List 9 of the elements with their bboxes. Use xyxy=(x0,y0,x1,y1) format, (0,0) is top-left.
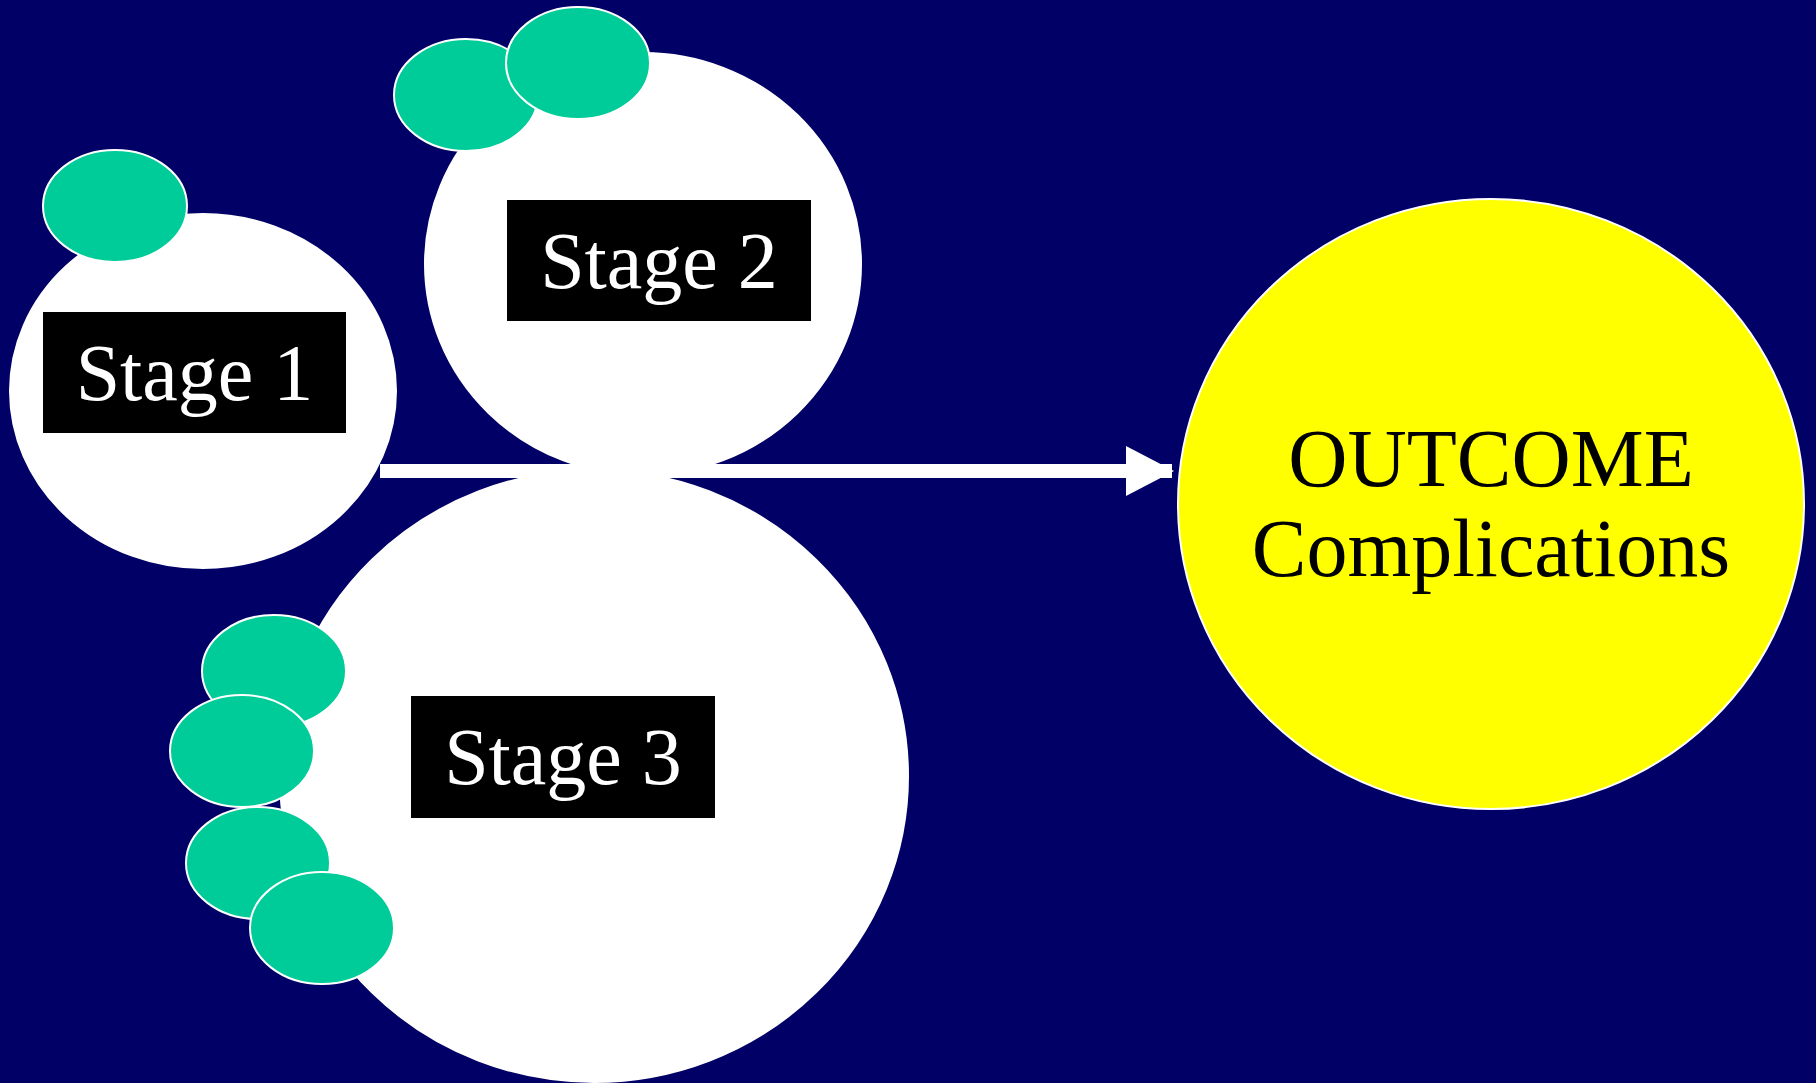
arrow xyxy=(380,446,1174,496)
stage-name: Stage 2 xyxy=(540,216,778,305)
stage-name: Stage 3 xyxy=(444,713,682,801)
stage-label xyxy=(43,312,346,433)
stage-label xyxy=(507,200,811,321)
stage-label xyxy=(411,696,715,818)
stage-name: Stage 1 xyxy=(75,328,314,417)
outcome-text: Complications xyxy=(1251,504,1731,595)
outcome-heading: OUTCOME xyxy=(1288,413,1694,504)
